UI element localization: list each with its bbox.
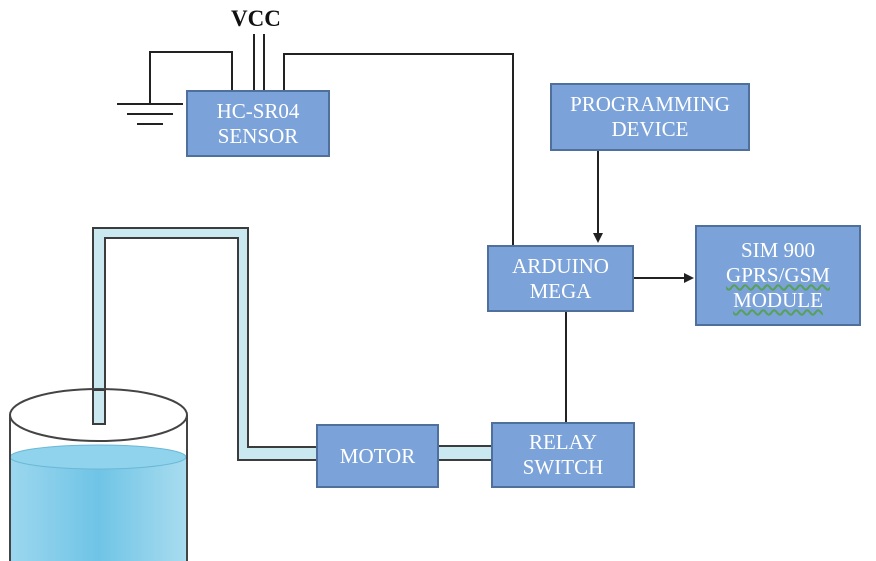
sim-line-1: SIM 900 — [740, 238, 816, 262]
arduino-line-2: MEGA — [529, 278, 592, 303]
ground-symbol-icon — [117, 103, 183, 125]
motor-label: MOTOR — [339, 443, 416, 468]
relay-switch-block: RELAY SWITCH — [491, 422, 635, 488]
sensor-line-2: SENSOR — [217, 123, 299, 148]
relay-line-1: RELAY — [528, 430, 598, 454]
programming-device-block: PROGRAMMING DEVICE — [550, 83, 750, 151]
sim-line-2: GPRS/GSM — [726, 263, 830, 287]
arduino-mega-block: ARDUINO MEGA — [487, 245, 634, 312]
relay-line-2: SWITCH — [522, 455, 604, 479]
sensor-line-1: HC-SR04 — [216, 98, 300, 123]
vcc-label: VCC — [231, 6, 281, 31]
sim-900-module-block: SIM 900 GPRS/GSM MODULE — [695, 225, 861, 326]
arduino-line-1: ARDUINO — [512, 253, 609, 278]
sim-line-3: MODULE — [733, 288, 823, 312]
sensor-wiring — [149, 34, 567, 424]
hc-sr04-sensor-block: HC-SR04 SENSOR — [186, 90, 330, 157]
programming-line-1: PROGRAMMING — [570, 92, 730, 116]
water-tank-icon — [9, 388, 188, 561]
motor-block: MOTOR — [316, 424, 439, 488]
programming-line-2: DEVICE — [611, 117, 689, 141]
